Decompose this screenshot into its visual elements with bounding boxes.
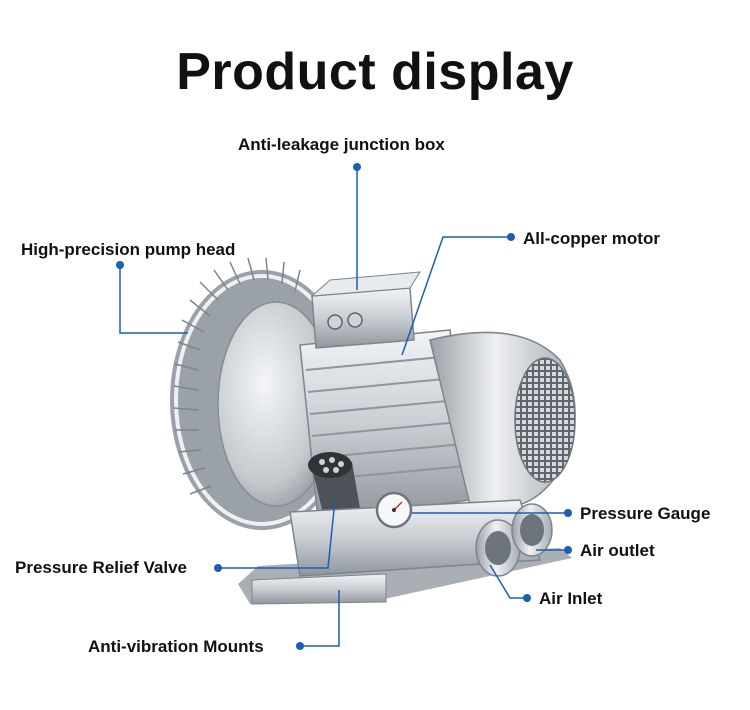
dot-pump-head [116, 261, 124, 269]
label-air-inlet: Air Inlet [539, 589, 603, 608]
dot-junction-box [353, 163, 361, 171]
leader-dots [116, 163, 572, 650]
junction-box [310, 271, 421, 349]
dot-mounts [296, 642, 304, 650]
dot-air-inlet [523, 594, 531, 602]
label-junction-box: Anti-leakage junction box [238, 135, 445, 154]
label-pump-head: High-precision pump head [21, 240, 236, 259]
dot-relief-valve [214, 564, 222, 572]
label-mounts: Anti-vibration Mounts [88, 637, 264, 656]
label-air-outlet: Air outlet [580, 541, 655, 560]
label-relief-valve: Pressure Relief Valve [15, 558, 188, 577]
label-copper-motor: All-copper motor [523, 229, 660, 248]
leader-lines [119, 167, 568, 647]
dot-pressure-gauge [564, 509, 572, 517]
leader-copper-motor [401, 236, 511, 356]
dot-air-outlet [564, 546, 572, 554]
leader-relief-valve [218, 499, 336, 569]
leader-pump-head [119, 265, 188, 334]
label-pressure-gauge: Pressure Gauge [580, 504, 711, 523]
leader-air-inlet [489, 564, 527, 599]
pressure-gauge [375, 491, 413, 529]
dot-copper-motor [507, 233, 515, 241]
page-title: Product display [176, 43, 574, 101]
leader-mounts [300, 590, 340, 647]
manifold [289, 499, 553, 577]
